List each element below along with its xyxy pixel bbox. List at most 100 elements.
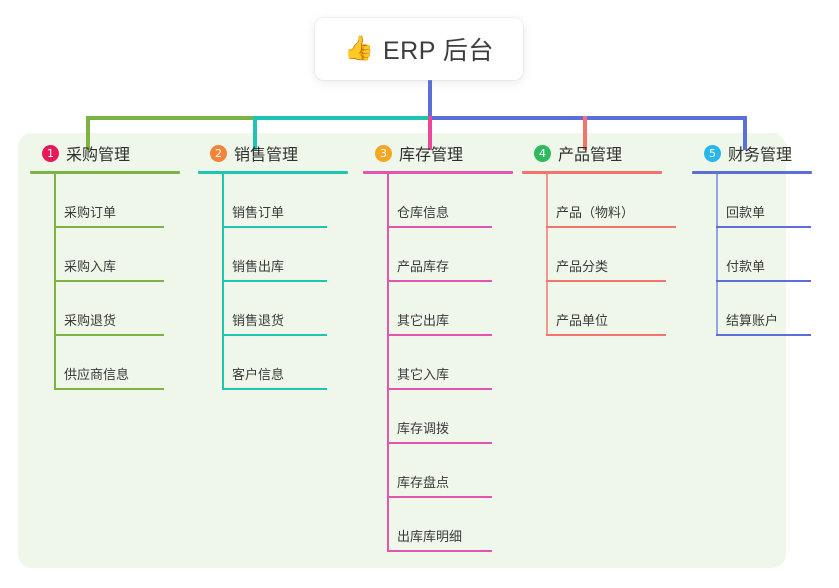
branch-underline-1 [30, 171, 180, 174]
branch-header-4[interactable]: 4 产品管理 [522, 140, 662, 166]
leaf-item[interactable]: 产品单位 [522, 282, 666, 336]
leaf-item[interactable]: 供应商信息 [30, 336, 180, 390]
leaf-label: 其它入库 [397, 367, 450, 382]
leaf-label: 客户信息 [232, 367, 285, 382]
leaf-item[interactable]: 库存调拨 [363, 390, 513, 444]
leaf-label: 产品单位 [556, 313, 609, 328]
leaf-label: 销售出库 [232, 259, 285, 274]
leaf-label: 付款单 [726, 259, 766, 274]
leaf-underline [387, 550, 492, 552]
leaf-item[interactable]: 其它出库 [363, 282, 513, 336]
branch-underline-4 [522, 171, 662, 174]
branch-underline-5 [692, 171, 812, 174]
leaf-label: 库存调拨 [397, 421, 450, 436]
leaf-underline [387, 280, 492, 282]
leaf-underline [716, 334, 811, 336]
branch-column-1: 1 采购管理采购订单采购入库采购退货供应商信息 [30, 140, 180, 390]
leaf-item[interactable]: 仓库信息 [363, 174, 513, 228]
leaf-item[interactable]: 付款单 [692, 228, 812, 282]
leaf-underline [546, 226, 676, 228]
leaf-label: 采购入库 [64, 259, 117, 274]
leaf-label: 供应商信息 [64, 367, 130, 382]
leaf-item[interactable]: 产品库存 [363, 228, 513, 282]
leaf-underline [546, 280, 666, 282]
branch-items-5: 回款单付款单结算账户 [692, 174, 812, 336]
leaf-underline [387, 388, 492, 390]
branch-badge-3: 3 [375, 144, 392, 162]
branch-spine-4 [546, 174, 548, 336]
leaf-item[interactable]: 其它入库 [363, 336, 513, 390]
branch-items-4: 产品（物料） 产品分类产品单位 [522, 174, 676, 336]
leaf-label: 出库库明细 [397, 529, 463, 544]
branch-header-5[interactable]: 5 财务管理 [692, 140, 812, 166]
branch-header-2[interactable]: 2 销售管理 [198, 140, 348, 166]
leaf-underline [222, 388, 327, 390]
branch-title-4: 产品管理 [558, 147, 623, 164]
leaf-underline [387, 226, 492, 228]
branch-badge-1: 1 [42, 144, 59, 162]
branch-spine-5 [716, 174, 718, 336]
branch-column-5: 5 财务管理回款单付款单结算账户 [692, 140, 812, 336]
branch-badge-5: 5 [704, 144, 721, 162]
leaf-underline [387, 496, 492, 498]
leaf-item[interactable]: 库存盘点 [363, 444, 513, 498]
leaf-item[interactable]: 销售出库 [198, 228, 348, 282]
leaf-label: 其它出库 [397, 313, 450, 328]
leaf-label: 产品库存 [397, 259, 450, 274]
root-node-title: ERP 后台 [382, 37, 494, 65]
leaf-underline [222, 334, 327, 336]
branch-items-1: 采购订单采购入库采购退货供应商信息 [30, 174, 180, 390]
leaf-label: 销售订单 [232, 205, 285, 220]
leaf-label: 产品分类 [556, 259, 609, 274]
leaf-label: 回款单 [726, 205, 766, 220]
leaf-label: 产品（物料） [556, 205, 635, 220]
leaf-item[interactable]: 产品（物料） [522, 174, 676, 228]
leaf-label: 采购订单 [64, 205, 117, 220]
leaf-item[interactable]: 销售退货 [198, 282, 348, 336]
leaf-underline [222, 280, 327, 282]
branch-column-2: 2 销售管理销售订单销售出库销售退货客户信息 [198, 140, 348, 390]
leaf-underline [222, 226, 327, 228]
leaf-underline [54, 280, 164, 282]
leaf-label: 采购退货 [64, 313, 117, 328]
leaf-item[interactable]: 客户信息 [198, 336, 348, 390]
branch-title-2: 销售管理 [234, 147, 299, 164]
branch-spine-3 [387, 174, 389, 552]
branch-underline-3 [363, 171, 513, 174]
leaf-underline [716, 226, 811, 228]
branch-badge-2: 2 [210, 144, 227, 162]
branch-badge-4: 4 [534, 144, 551, 162]
content-panel [18, 133, 786, 568]
leaf-item[interactable]: 采购订单 [30, 174, 180, 228]
leaf-underline [716, 280, 811, 282]
leaf-item[interactable]: 结算账户 [692, 282, 812, 336]
leaf-underline [54, 226, 164, 228]
leaf-label: 销售退货 [232, 313, 285, 328]
thumbs-up-icon: 👍 [344, 35, 374, 62]
leaf-label: 仓库信息 [397, 205, 450, 220]
branch-header-1[interactable]: 1 采购管理 [30, 140, 180, 166]
leaf-underline [546, 334, 666, 336]
leaf-underline [54, 334, 164, 336]
root-node-content: 👍 ERP 后台 [344, 31, 494, 67]
leaf-item[interactable]: 销售订单 [198, 174, 348, 228]
branch-items-2: 销售订单销售出库销售退货客户信息 [198, 174, 348, 390]
branch-title-1: 采购管理 [66, 147, 131, 164]
leaf-item[interactable]: 采购入库 [30, 228, 180, 282]
leaf-label: 结算账户 [726, 313, 779, 328]
leaf-item[interactable]: 采购退货 [30, 282, 180, 336]
leaf-item[interactable]: 出库库明细 [363, 498, 513, 552]
branch-title-5: 财务管理 [728, 147, 793, 164]
branch-spine-1 [54, 174, 56, 390]
leaf-underline [387, 334, 492, 336]
leaf-label: 库存盘点 [397, 475, 450, 490]
branch-items-3: 仓库信息产品库存其它出库其它入库库存调拨库存盘点出库库明细 [363, 174, 513, 552]
branch-underline-2 [198, 171, 348, 174]
branch-column-4: 4 产品管理产品（物料） 产品分类产品单位 [522, 140, 676, 336]
root-node-erp-backend[interactable]: 👍 ERP 后台 [315, 18, 523, 80]
leaf-item[interactable]: 产品分类 [522, 228, 666, 282]
leaf-item[interactable]: 回款单 [692, 174, 812, 228]
